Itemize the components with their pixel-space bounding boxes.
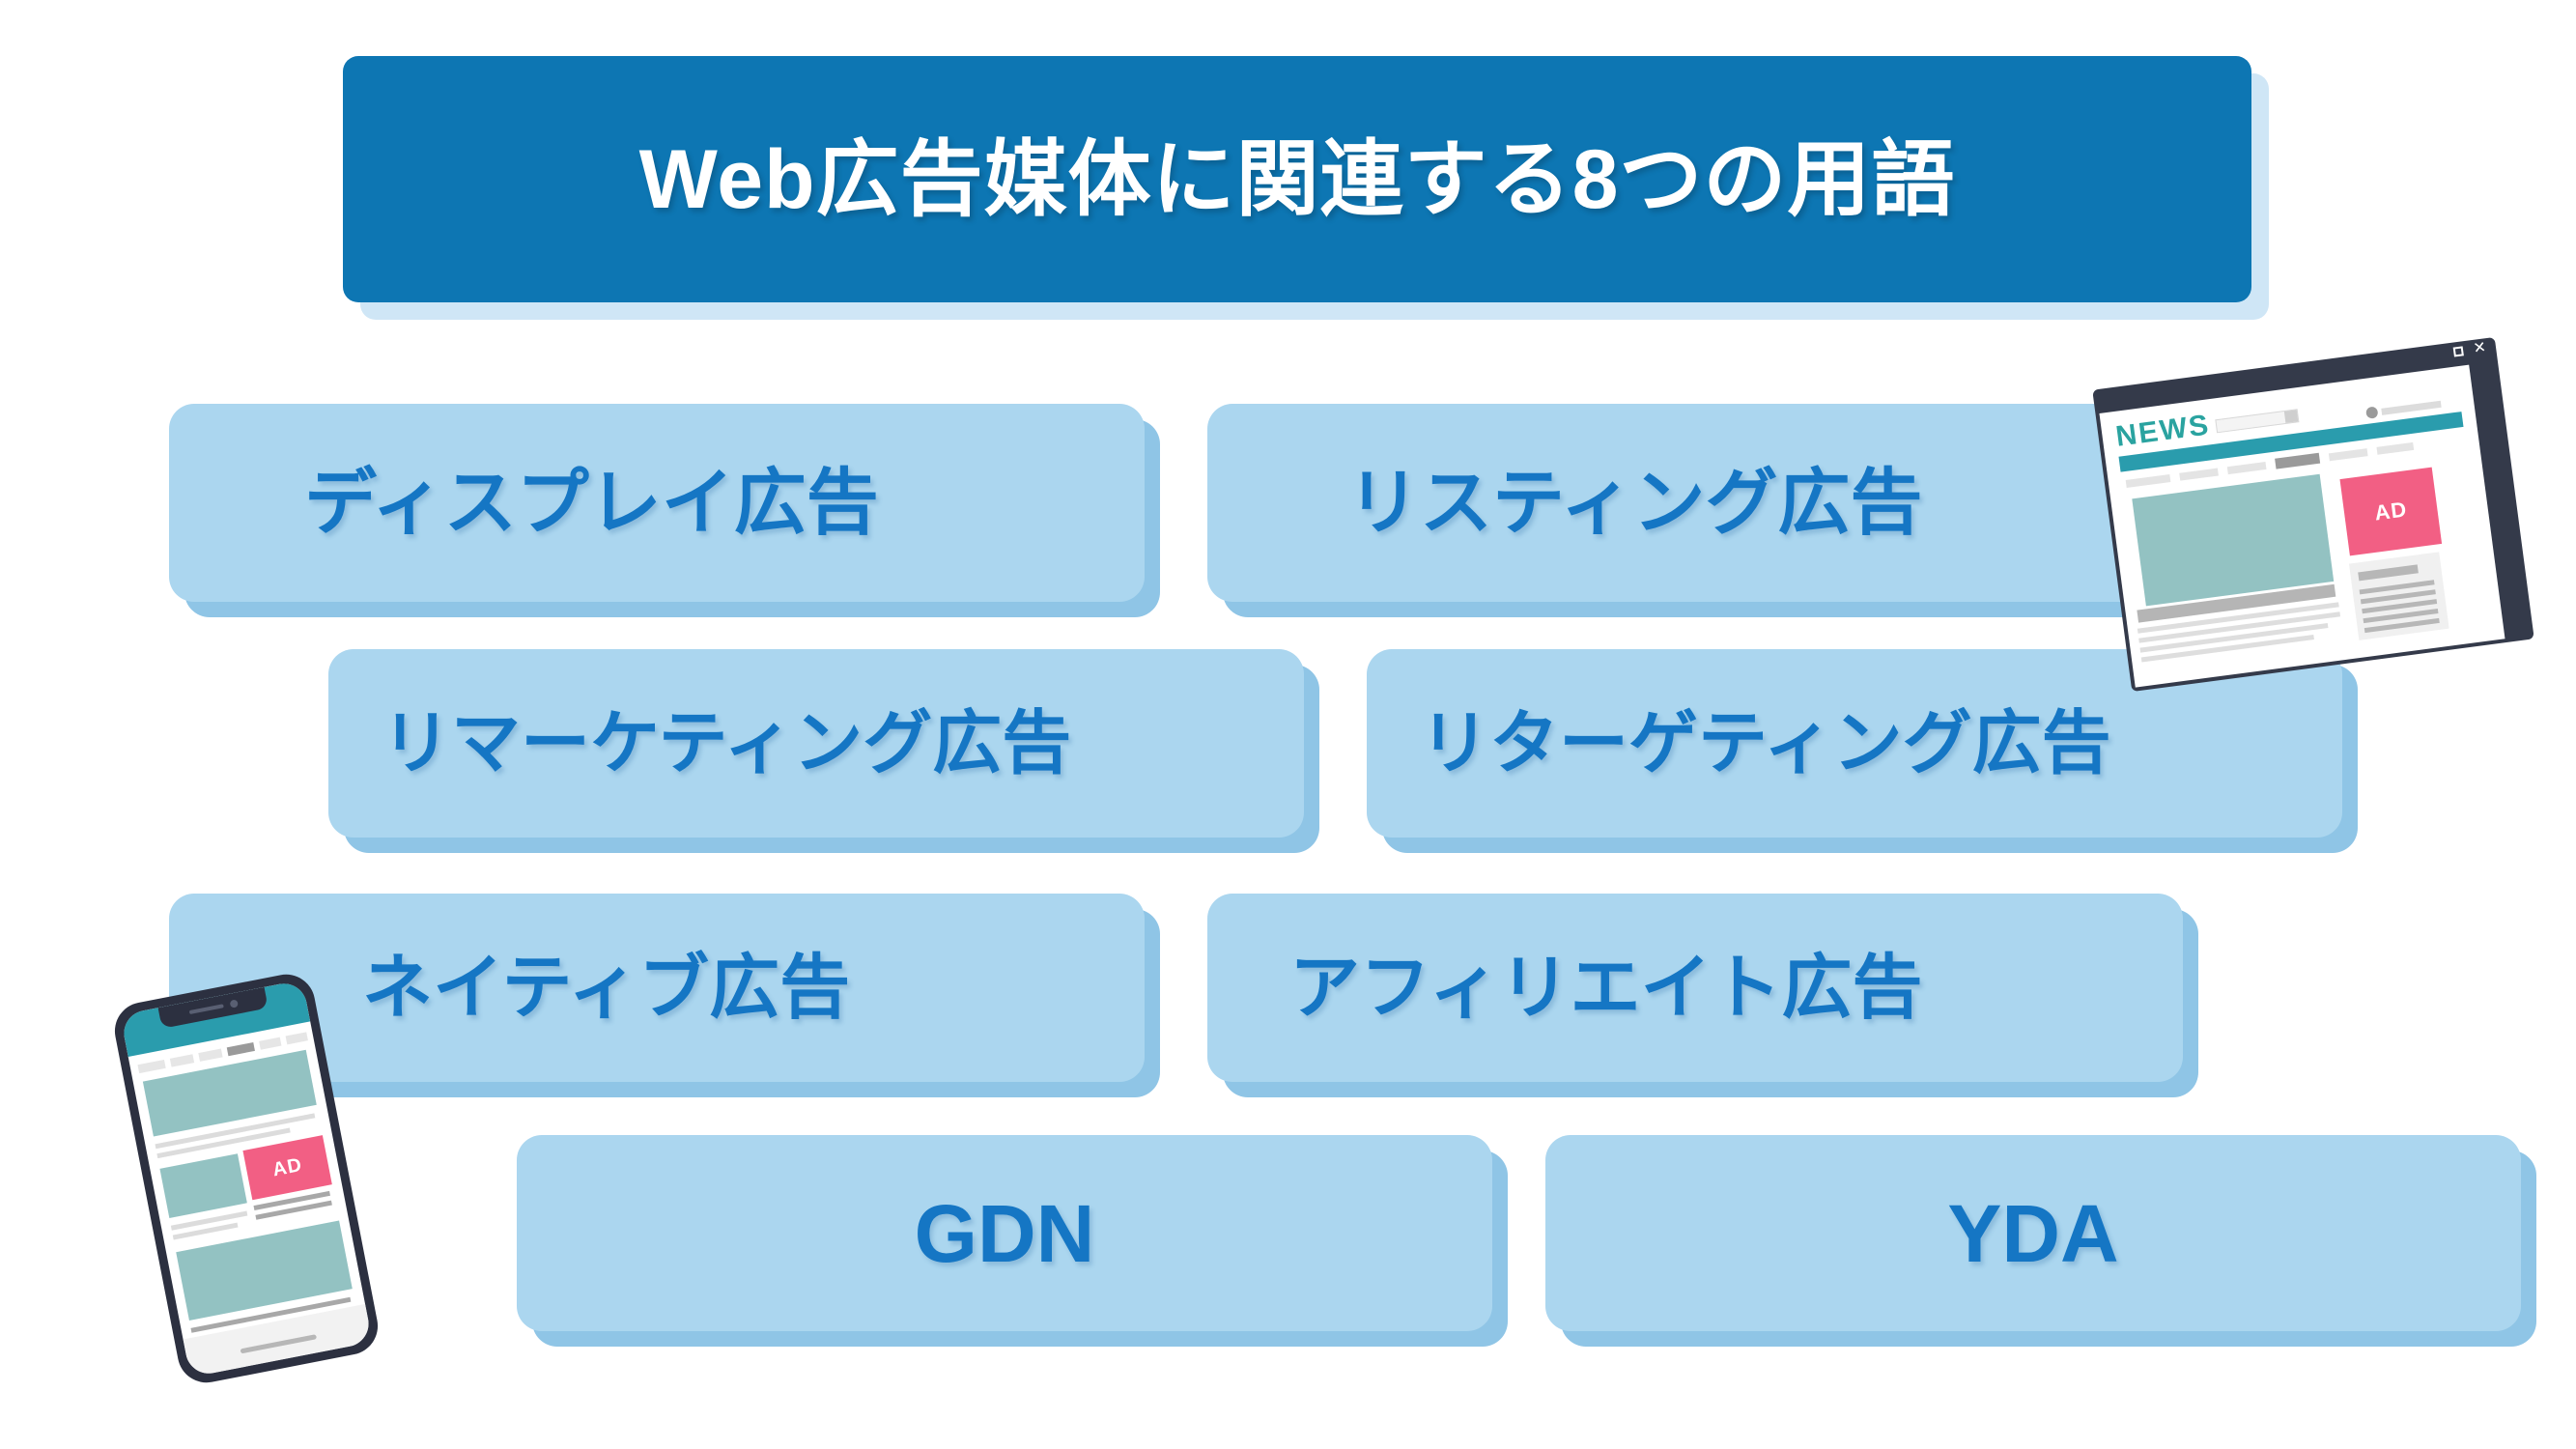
pill-body: リスティング広告	[1207, 404, 2183, 602]
nav-item	[2179, 468, 2219, 481]
nav-item-active	[226, 1042, 255, 1057]
pill-body: YDA	[1545, 1135, 2521, 1331]
nav-item	[198, 1048, 223, 1062]
nav-item	[2328, 448, 2368, 462]
search-icon	[2283, 410, 2299, 423]
avatar	[2365, 406, 2379, 419]
term-pill-listing-ad[interactable]: リスティング広告	[1207, 404, 2198, 617]
nav-item	[2125, 474, 2171, 488]
term-label: リターゲティング広告	[1420, 704, 2111, 782]
ad-label: AD	[2372, 497, 2409, 526]
nav-item	[285, 1032, 308, 1045]
camera-icon	[229, 999, 239, 1009]
term-pill-native-ad[interactable]: ネイティブ広告	[169, 894, 1160, 1097]
nav-item	[2226, 461, 2267, 475]
nav-item	[169, 1054, 195, 1067]
ad-label: AD	[270, 1153, 304, 1180]
pill-body: リマーケティング広告	[328, 649, 1304, 838]
nav-item	[259, 1037, 282, 1050]
pill-body: ネイティブ広告	[169, 894, 1145, 1082]
term-pill-yda[interactable]: YDA	[1545, 1135, 2536, 1347]
display-ad-banner: AD	[242, 1135, 332, 1201]
nav-item	[2376, 441, 2415, 455]
page-title: Web広告媒体に関連する8つの用語	[638, 132, 1956, 226]
pill-body: GDN	[517, 1135, 1492, 1331]
nav-item-active	[2275, 452, 2321, 469]
pill-body: ディスプレイ広告	[169, 404, 1145, 602]
browser-window-illustration: ✕ NEWS AD	[2092, 336, 2534, 693]
content-block	[159, 1153, 247, 1218]
close-icon: ✕	[2472, 339, 2488, 357]
browser-page: NEWS AD	[2099, 364, 2505, 688]
pill-body: アフィリエイト広告	[1207, 894, 2183, 1082]
term-pill-gdn[interactable]: GDN	[517, 1135, 1508, 1347]
search-input	[2215, 409, 2300, 434]
avatar-name-placeholder	[2381, 400, 2442, 415]
speaker-icon	[188, 1004, 224, 1015]
term-label: リマーケティング広告	[382, 704, 1072, 782]
term-label: ネイティブ広告	[362, 949, 851, 1027]
term-label: アフィリエイト広告	[1289, 949, 1923, 1027]
term-pill-remarketing-ad[interactable]: リマーケティング広告	[328, 649, 1319, 853]
title-banner: Web広告媒体に関連する8つの用語	[343, 56, 2269, 320]
term-label: リスティング広告	[1347, 462, 1923, 543]
content-block	[142, 1049, 317, 1137]
term-pill-affiliate-ad[interactable]: アフィリエイト広告	[1207, 894, 2198, 1097]
term-pill-display-ad[interactable]: ディスプレイ広告	[169, 404, 1160, 617]
term-label: ディスプレイ広告	[304, 462, 879, 543]
term-label: YDA	[1947, 1187, 2119, 1279]
display-ad-banner: AD	[2339, 467, 2443, 556]
title-banner-body: Web広告媒体に関連する8つの用語	[343, 56, 2251, 302]
article-hero-image	[2132, 473, 2335, 607]
term-label: GDN	[914, 1187, 1095, 1279]
nav-item	[137, 1059, 166, 1074]
maximize-icon	[2452, 346, 2464, 357]
